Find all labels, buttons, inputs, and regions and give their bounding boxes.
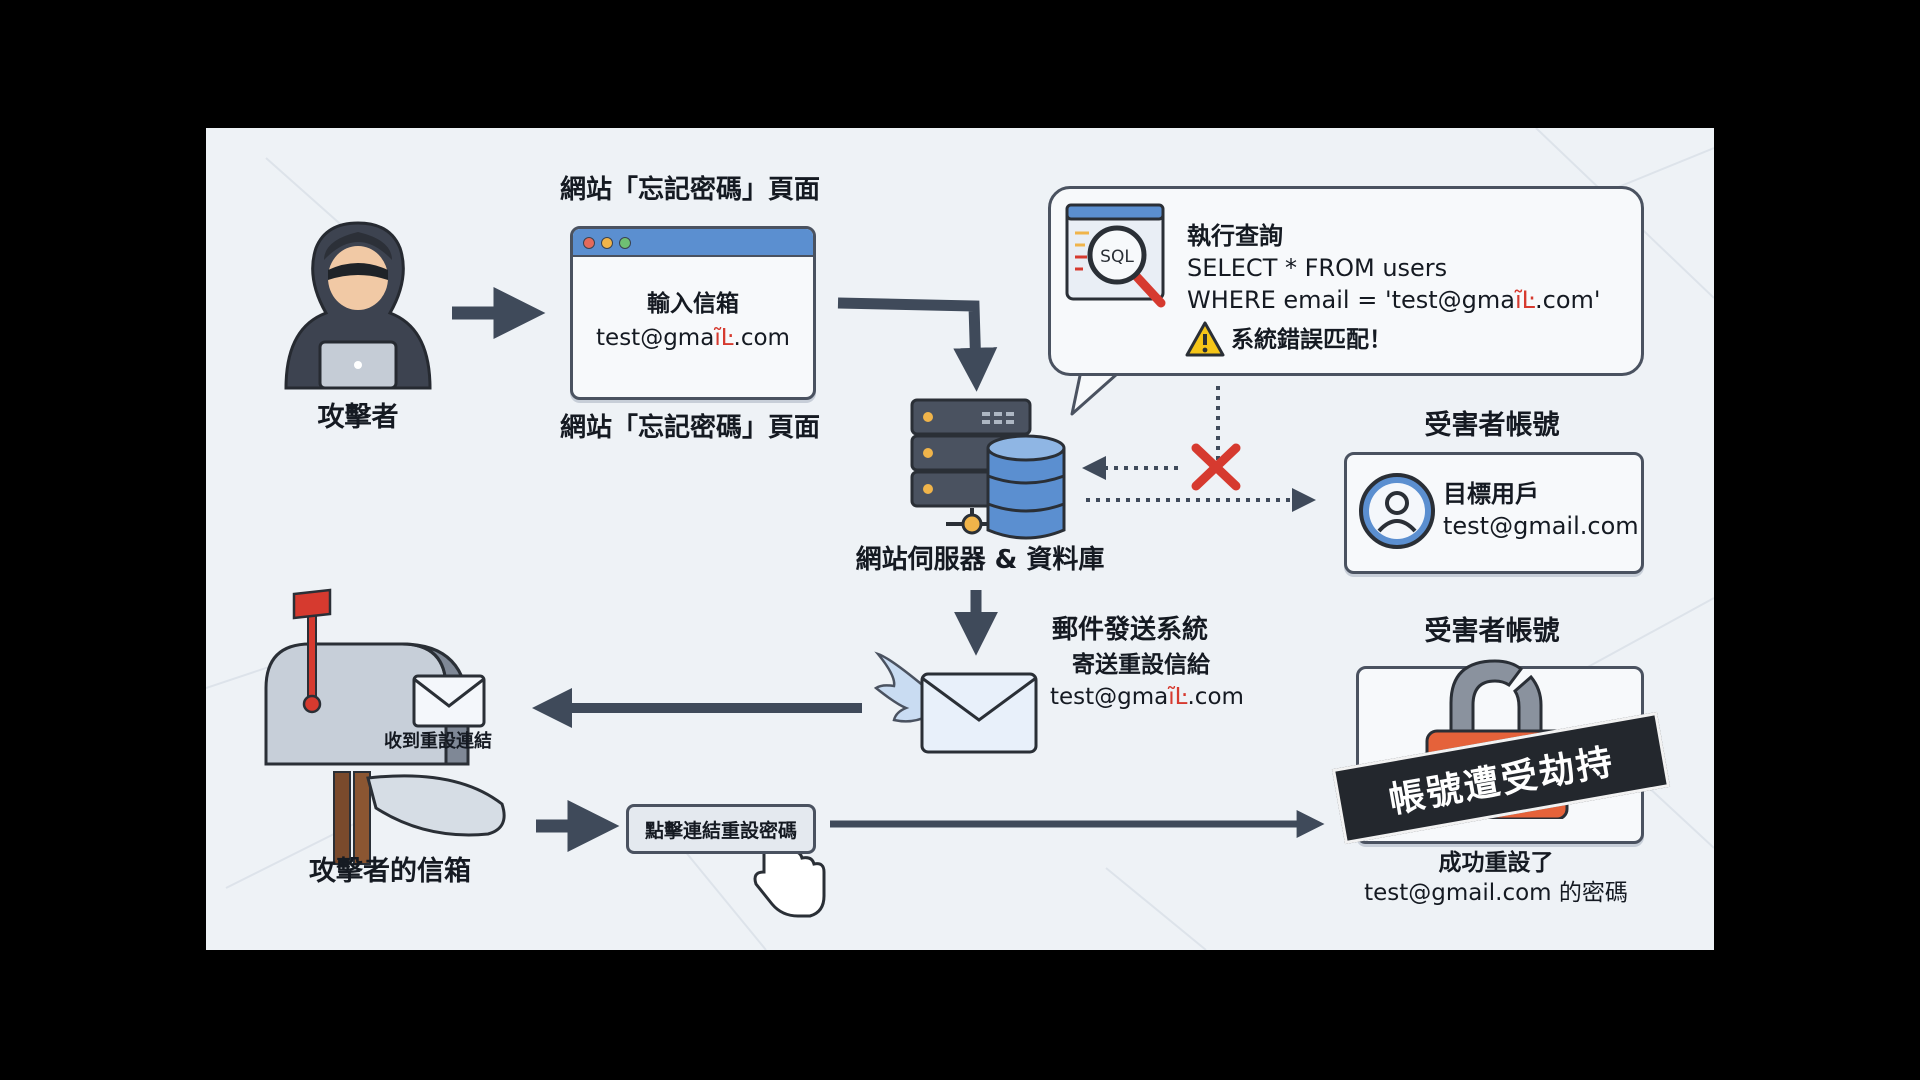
browser-titlebar xyxy=(573,229,813,257)
arrow-page-to-server xyxy=(837,297,998,392)
window-close-dot xyxy=(583,237,595,249)
mail-send-line: 寄送重設信給 xyxy=(1072,652,1210,678)
warning-icon xyxy=(1185,321,1225,357)
diagram-panel: 攻擊者 網站「忘記密碼」頁面 輸入信箱 test@gmaĩĿ.com 網站「忘記… xyxy=(206,128,1714,950)
page-title-bottom: 網站「忘記密碼」頁面 xyxy=(559,413,821,443)
database-icon xyxy=(986,434,1066,540)
spoofed-email-input: test@gmaĩĿ.com xyxy=(596,325,790,351)
reset-success-line-1: 成功重設了 xyxy=(1438,850,1554,876)
mail-system-title: 郵件發送系統 xyxy=(1052,615,1209,645)
svg-text:SQL: SQL xyxy=(1100,247,1134,267)
forgot-password-page: 輸入信箱 test@gmaĩĿ.com xyxy=(570,226,816,400)
sql-line-2: WHERE email = 'test@gmaĩĿ.com' xyxy=(1187,286,1601,314)
warning-text: 系統錯誤匹配！ xyxy=(1231,327,1392,353)
victim-email: test@gmail.com xyxy=(1443,512,1639,540)
query-title: 執行查詢 xyxy=(1187,222,1283,250)
victim-account-title: 受害者帳號 xyxy=(1424,410,1560,441)
email-input-label: 輸入信箱 xyxy=(647,291,739,317)
sql-search-icon: SQL xyxy=(1065,203,1166,308)
reset-link-button[interactable]: 點擊連結重設密碼 xyxy=(626,804,816,854)
hacker-icon xyxy=(284,221,432,390)
page-title-top: 網站「忘記密碼」頁面 xyxy=(559,175,821,205)
mail-spoofed-email: test@gmaĩĿ.com xyxy=(1050,684,1244,710)
received-link-label: 收到重設連結 xyxy=(384,731,492,752)
window-maximize-dot xyxy=(619,237,631,249)
victim-account-card: 目標用戶 test@gmail.com xyxy=(1344,452,1644,574)
mailbox-icon xyxy=(264,588,506,865)
winged-envelope-icon xyxy=(873,651,1038,754)
target-user-label: 目標用戶 xyxy=(1443,480,1539,508)
hijacked-account-title: 受害者帳號 xyxy=(1424,616,1560,647)
attacker-mailbox-label: 攻擊者的信箱 xyxy=(309,856,471,887)
diagram-graphics xyxy=(206,128,1714,950)
server-label: 網站伺服器 & 資料庫 xyxy=(855,545,1105,575)
attacker-label: 攻擊者 xyxy=(317,402,399,433)
user-avatar-icon xyxy=(1359,473,1435,549)
reset-success-line-2: test@gmail.com 的密碼 xyxy=(1364,880,1628,906)
mismatch-x-icon xyxy=(1191,443,1241,491)
query-bubble: SQL 執行查詢 SELECT * FROM users WHERE email… xyxy=(1048,186,1644,376)
window-minimize-dot xyxy=(601,237,613,249)
sql-line-1: SELECT * FROM users xyxy=(1187,254,1448,282)
